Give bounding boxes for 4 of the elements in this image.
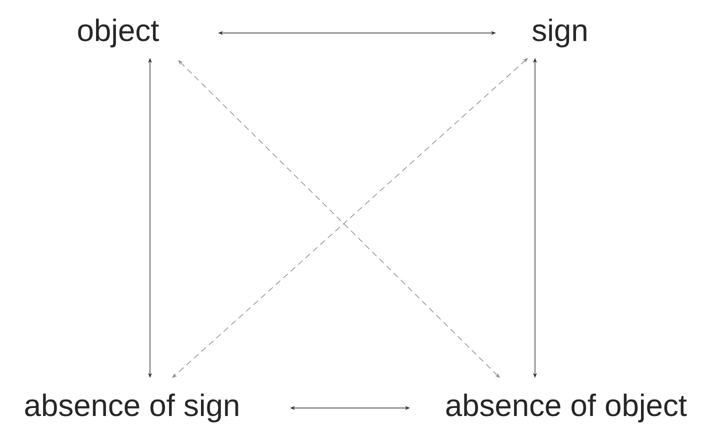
term-label: object (78, 18, 159, 48)
term-label: absence of sign (25, 394, 238, 422)
term-label: sign (532, 18, 586, 48)
term-label: absence of object (446, 394, 687, 422)
